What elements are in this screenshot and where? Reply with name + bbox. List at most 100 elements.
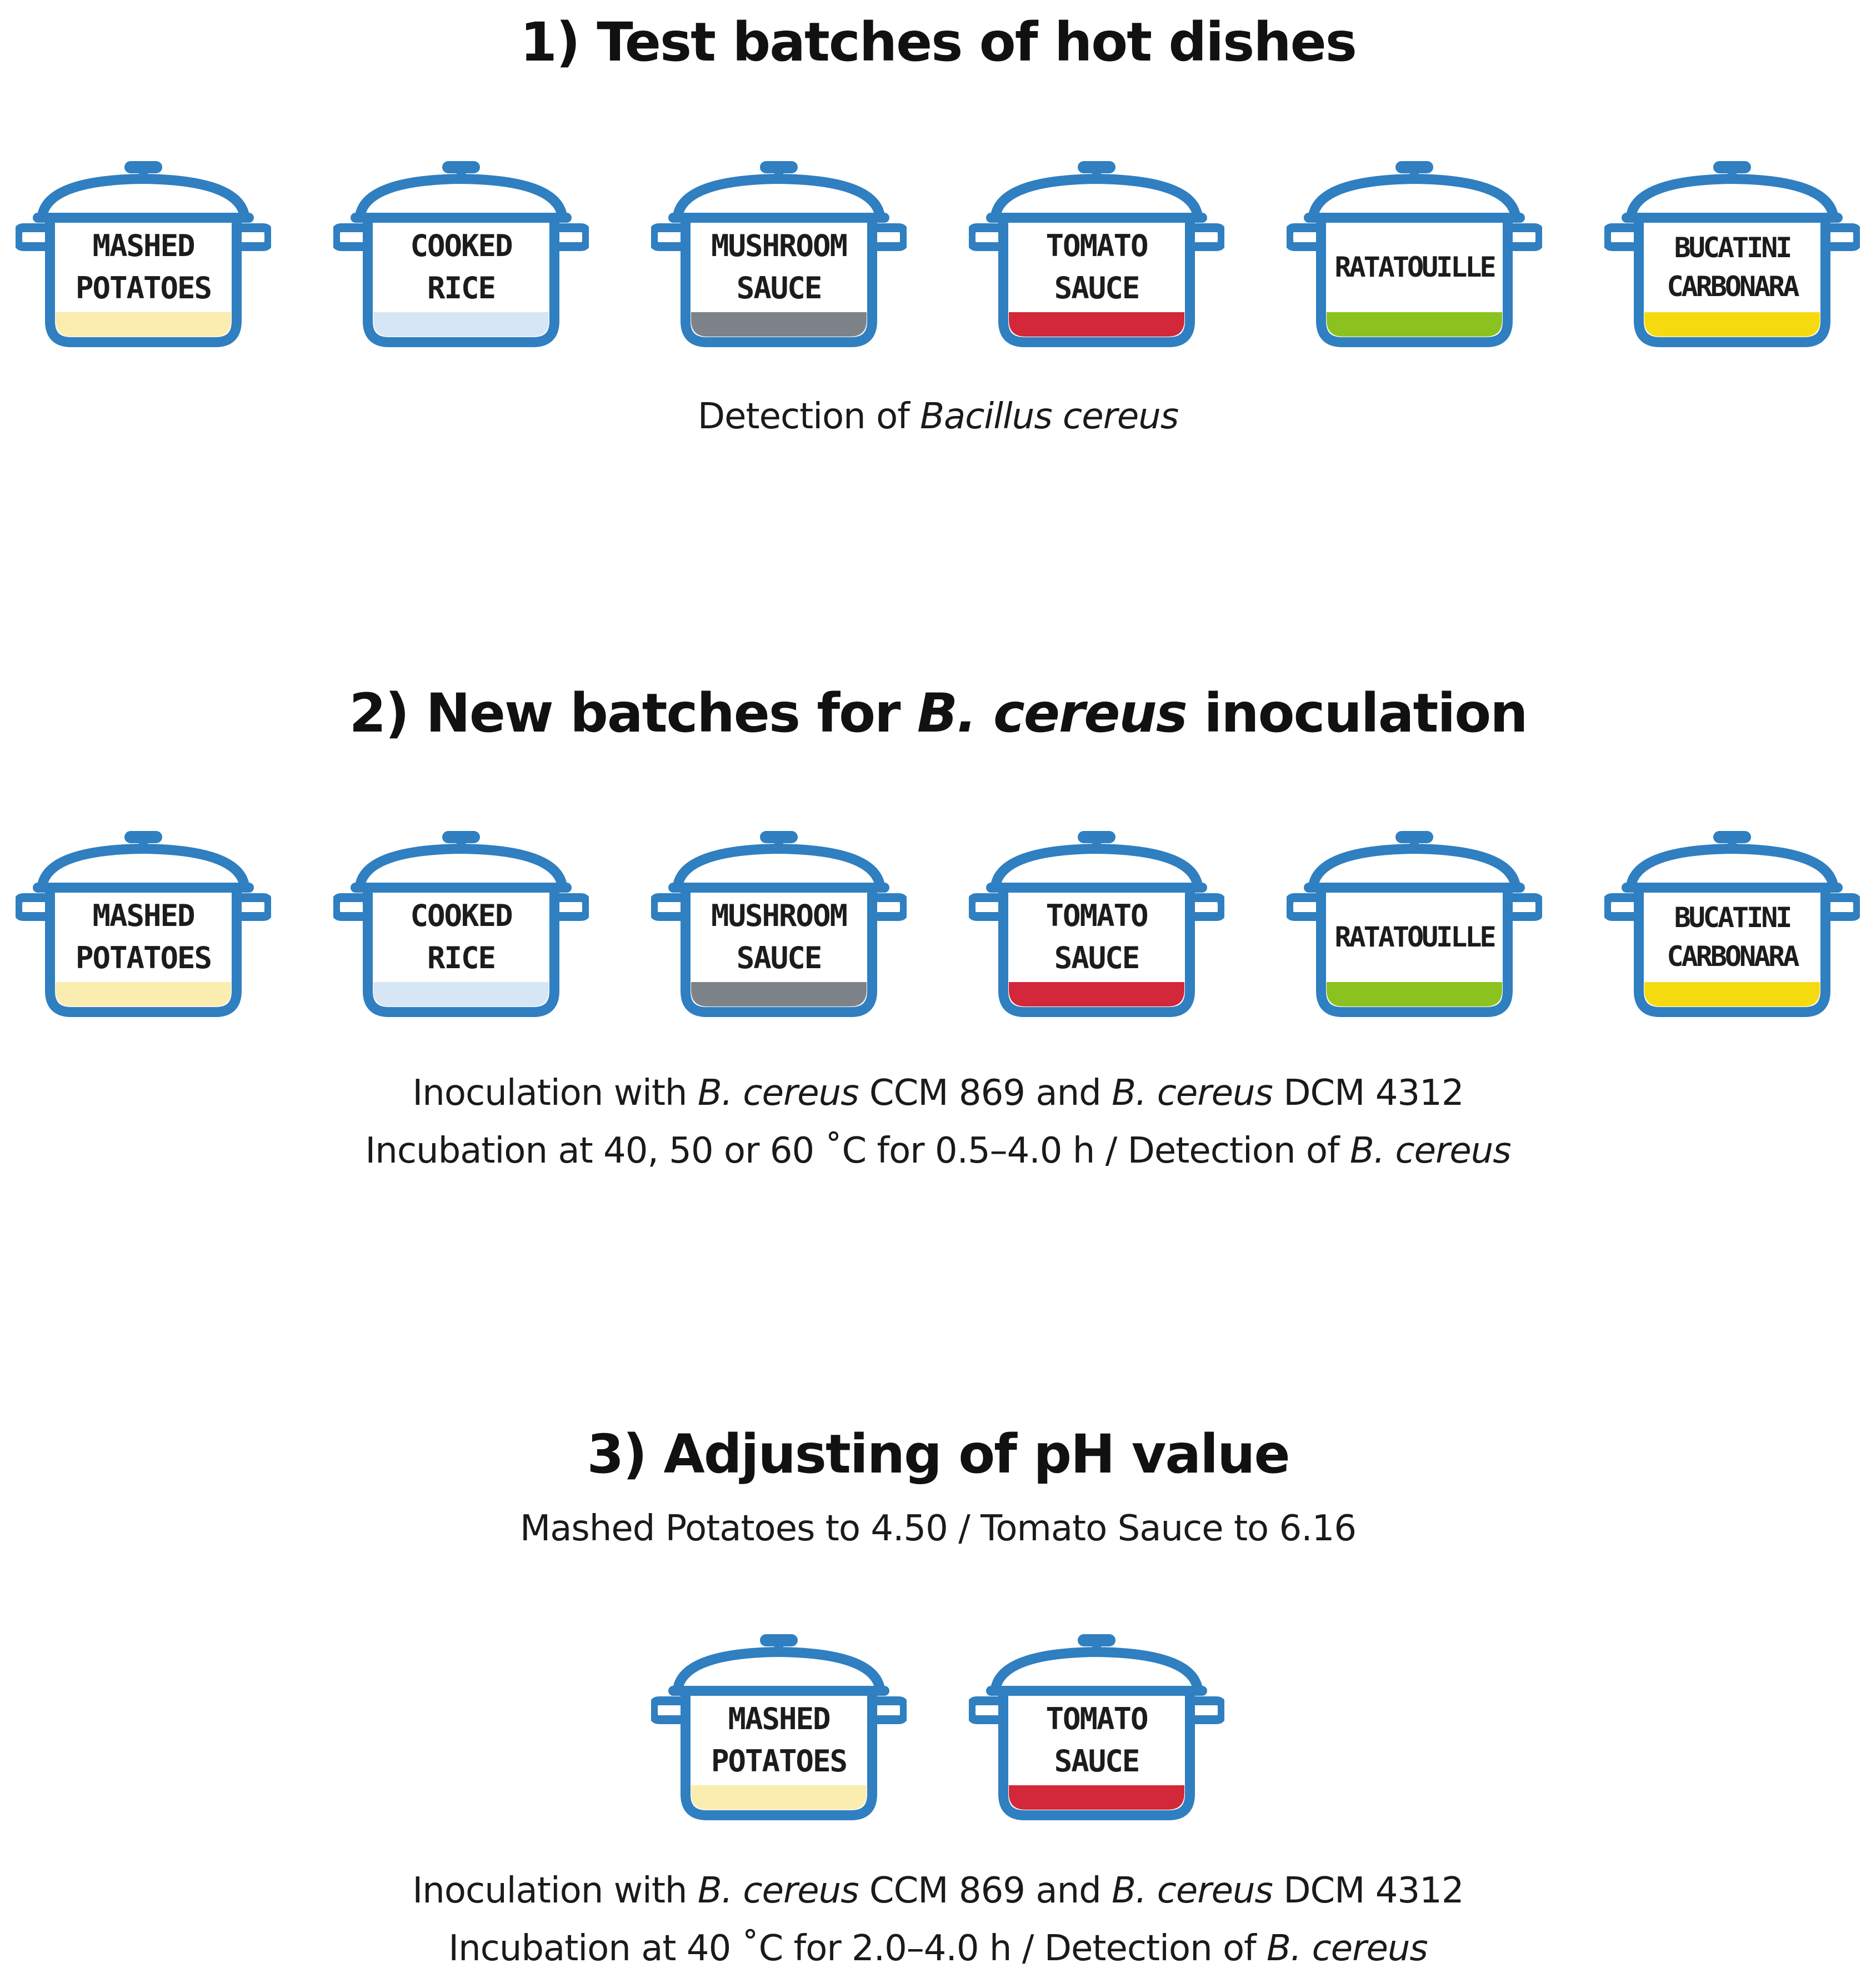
pot-label-line-1: MASHED xyxy=(728,1701,831,1737)
cooking-pot-icon xyxy=(1287,831,1542,1017)
s3c2-i1: B. cereus xyxy=(1267,1928,1428,1969)
pot-label-line-1: MASHED xyxy=(92,898,195,934)
pot-body xyxy=(681,1694,877,1820)
pot-body xyxy=(1316,221,1513,347)
cooking-pot-icon xyxy=(969,161,1224,347)
pot-mashed-2-icon: MASHED POTATOES xyxy=(16,830,271,1019)
pot-contents xyxy=(1009,1785,1184,1810)
lid-dome xyxy=(355,843,567,890)
pot-body xyxy=(1634,891,1830,1017)
s3c2-p1: Incubation at 40 ˚C for 2.0–4.0 h / Dete… xyxy=(448,1928,1267,1969)
pot-contents xyxy=(373,982,549,1006)
right-handle xyxy=(1190,1696,1224,1724)
pot-label-line-1: TOMATO xyxy=(1045,1701,1148,1737)
cooking-pot-icon xyxy=(651,831,907,1017)
pot-label: COOKED RICE xyxy=(382,226,540,309)
lid-dome xyxy=(1308,173,1520,221)
s3c1-i2: B. cereus xyxy=(1112,1870,1273,1911)
left-handle xyxy=(969,223,1003,251)
lid-knob xyxy=(442,831,480,843)
section3-caption-line-2: Incubation at 40 ˚C for 2.0–4.0 h / Dete… xyxy=(0,1931,1876,1966)
lid-knob xyxy=(760,831,798,843)
s2c1-i2: B. cereus xyxy=(1112,1073,1273,1114)
pot-label: MUSHROOM SAUCE xyxy=(700,226,858,309)
pot-body xyxy=(45,891,242,1017)
cooking-pot-icon xyxy=(969,831,1224,1017)
pot-mushroom-2-icon: MUSHROOM SAUCE xyxy=(651,830,907,1019)
lid-dome xyxy=(990,173,1203,221)
section2-caption-line-2: Incubation at 40, 50 or 60 ˚C for 0.5–4.… xyxy=(0,1133,1876,1169)
pot-label-line-2: POTATOES xyxy=(75,940,212,975)
right-handle xyxy=(872,223,907,251)
cooking-pot-icon xyxy=(1604,831,1860,1017)
left-handle xyxy=(651,893,686,921)
pot-label: TOMATO SAUCE xyxy=(1018,1699,1175,1782)
pot-label-line-1: COOKED xyxy=(410,228,513,264)
section1-caption-species: Bacillus cereus xyxy=(920,396,1179,437)
pot-label-line-2: POTATOES xyxy=(711,1744,848,1779)
pot-label: MUSHROOM SAUCE xyxy=(700,895,858,979)
pot-label: TOMATO SAUCE xyxy=(1018,895,1175,979)
pot-label: MASHED POTATOES xyxy=(64,226,222,309)
pot-rice-1-icon: COOKED RICE xyxy=(333,160,589,349)
pot-body xyxy=(363,891,559,1017)
section2-title-species: B. cereus xyxy=(917,682,1188,744)
pot-body xyxy=(998,1694,1195,1820)
pot-body xyxy=(1634,221,1830,347)
cooking-pot-icon xyxy=(1287,161,1542,347)
cooking-pot-icon xyxy=(16,831,271,1017)
right-handle xyxy=(554,893,589,921)
pot-contents xyxy=(1009,312,1184,337)
lid-knob xyxy=(124,831,162,843)
left-handle xyxy=(333,223,368,251)
pot-label: RATATOUILLE xyxy=(1334,895,1496,979)
cooking-pot-icon xyxy=(333,161,589,347)
pot-rice-2-icon: COOKED RICE xyxy=(333,830,589,1019)
pot-label: BUCATINI CARBONARA xyxy=(1653,226,1811,309)
pot-contents xyxy=(691,1785,867,1810)
pot-label-line-2: SAUCE xyxy=(736,271,823,306)
pot-tomato-2-icon: TOMATO SAUCE xyxy=(969,830,1224,1019)
section3-caption-line-1: Inoculation with B. cereus CCM 869 and B… xyxy=(0,1873,1876,1909)
left-handle xyxy=(969,893,1003,921)
pot-label-line-1: COOKED xyxy=(410,898,513,934)
pot-label-line-1: RATATOUILLE xyxy=(1334,921,1496,953)
pot-body xyxy=(681,891,877,1017)
lid-knob xyxy=(760,161,798,173)
right-handle xyxy=(237,223,271,251)
lid-knob xyxy=(1078,161,1115,173)
lid-dome xyxy=(1626,173,1838,221)
section1-caption-text: Detection of xyxy=(697,396,921,437)
pot-mushroom-1-icon: MUSHROOM SAUCE xyxy=(651,160,907,349)
pot-label-line-2: CARBONARA xyxy=(1667,940,1800,973)
pot-label-line-2: SAUCE xyxy=(1054,271,1140,306)
right-handle xyxy=(1190,893,1224,921)
pot-bucatini-2-icon: BUCATINI CARBONARA xyxy=(1604,830,1860,1019)
pot-mashed-3-icon: MASHED POTATOES xyxy=(651,1633,907,1822)
lid-dome xyxy=(355,173,567,221)
cooking-pot-icon xyxy=(969,1634,1224,1820)
lid-knob xyxy=(124,161,162,173)
lid-knob xyxy=(1078,1634,1115,1646)
left-handle xyxy=(16,893,50,921)
pot-label-line-1: BUCATINI xyxy=(1674,232,1793,264)
lid-knob xyxy=(1395,161,1433,173)
pot-label-line-2: RICE xyxy=(427,271,496,306)
pot-body xyxy=(1316,891,1513,1017)
cooking-pot-icon xyxy=(651,1634,907,1820)
right-handle xyxy=(1825,223,1860,251)
pot-label-line-2: CARBONARA xyxy=(1667,271,1800,303)
section2-caption-line-1: Inoculation with B. cereus CCM 869 and B… xyxy=(0,1075,1876,1111)
left-handle xyxy=(1604,893,1639,921)
pot-body xyxy=(45,221,242,347)
right-handle xyxy=(872,1696,907,1724)
pot-label-line-2: SAUCE xyxy=(1054,1744,1140,1779)
right-handle xyxy=(237,893,271,921)
cooking-pot-icon xyxy=(651,161,907,347)
pot-body xyxy=(998,221,1195,347)
pot-ratatouille-2-icon: RATATOUILLE xyxy=(1287,830,1542,1019)
lid-knob xyxy=(442,161,480,173)
cooking-pot-icon xyxy=(333,831,589,1017)
pot-contents xyxy=(1644,312,1820,337)
pot-tomato-3-icon: TOMATO SAUCE xyxy=(969,1633,1224,1822)
